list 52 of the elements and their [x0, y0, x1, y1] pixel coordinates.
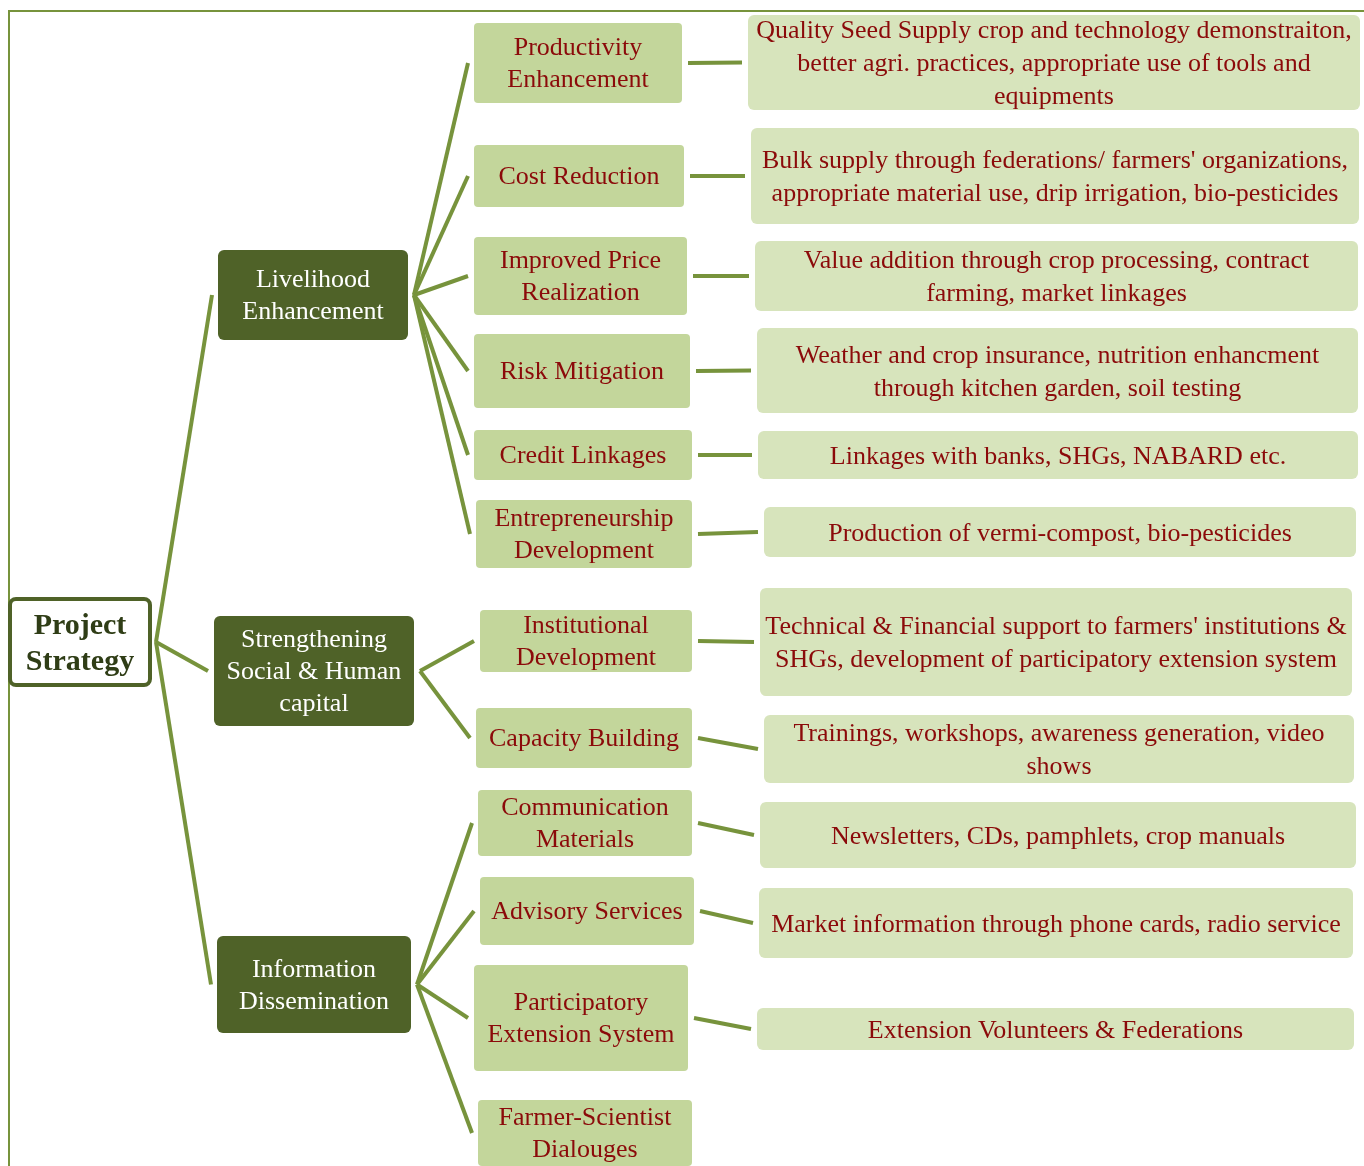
root-box: Project Strategy [8, 597, 152, 687]
strategy-box: Institutional Development [480, 610, 692, 672]
strategy-box: Advisory Services [480, 877, 694, 945]
connector-line [412, 294, 470, 456]
connector-line [412, 294, 472, 535]
connector-line [693, 274, 749, 278]
connector-line [693, 1016, 752, 1031]
connector-line [415, 822, 474, 986]
strategy-box: Participatory Extension System [474, 965, 688, 1071]
activity-box: Bulk supply through federations/ farmers' organizations, appropriate material use, drip irrigation, bio-pesticides [751, 128, 1359, 224]
activity-box: Weather and crop insurance, nutrition enhancment through kitchen garden, soil testing [757, 328, 1358, 413]
connector-line [154, 294, 214, 643]
connector-line [687, 60, 743, 65]
connector-line [695, 368, 752, 373]
activity-box: Market information through phone cards, radio service [759, 888, 1353, 958]
strategy-box: Credit Linkages [474, 430, 692, 480]
activity-box: Technical & Financial support to farmers' institutions & SHGs, development of participatory extension system [760, 588, 1352, 696]
strategy-box: Cost Reduction [474, 145, 684, 207]
connector-line [418, 669, 472, 740]
activity-box: Trainings, workshops, awareness generation, video shows [764, 715, 1354, 783]
category-box: Livelihood Enhancement [218, 250, 408, 340]
strategy-box: Farmer-Scientist Dialouges [478, 1100, 692, 1166]
connector-line [415, 909, 476, 986]
connector-line [415, 982, 470, 1020]
strategy-box: Entrepreneurship Development [476, 500, 692, 568]
activity-box: Newsletters, CDs, pamphlets, crop manuals [760, 802, 1356, 868]
connector-line [155, 640, 209, 673]
strategy-box: Improved Price Realization [474, 237, 687, 315]
connector-line [699, 909, 754, 925]
category-box: Information Dissemination [217, 936, 411, 1033]
connector-line [415, 983, 474, 1134]
connector-line [697, 530, 759, 536]
connector-line [419, 639, 475, 673]
connector-line [698, 453, 752, 457]
connector-line [697, 821, 755, 837]
connector-line [154, 641, 213, 985]
connector-line [690, 174, 745, 178]
activity-box: Value addition through crop processing, contract farming, market linkages [755, 241, 1358, 311]
connector-line [412, 62, 470, 296]
activity-box: Linkages with banks, SHGs, NABARD etc. [758, 431, 1358, 479]
connector-line [697, 639, 755, 644]
activity-box: Quality Seed Supply crop and technology demonstraiton, better agri. practices, appropriate use of tools and equipments [748, 15, 1360, 110]
connector-line [697, 736, 759, 751]
category-box: Strengthening Social & Human capital [214, 616, 414, 726]
strategy-box: Productivity Enhancement [474, 23, 682, 103]
strategy-box: Risk Mitigation [474, 334, 690, 408]
activity-box: Extension Volunteers & Federations [757, 1008, 1354, 1050]
strategy-box: Capacity Building [476, 708, 692, 768]
connector-line [413, 274, 469, 297]
connector-line [412, 175, 470, 296]
activity-box: Production of vermi-compost, bio-pesticides [764, 507, 1356, 557]
strategy-box: Communication Materials [478, 790, 692, 856]
